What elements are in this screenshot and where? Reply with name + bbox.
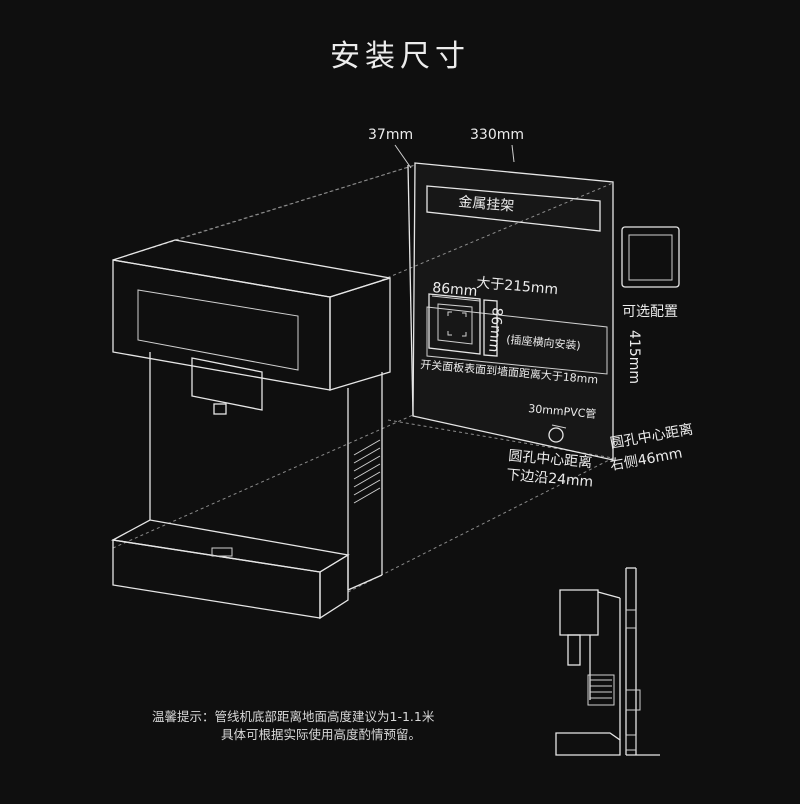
top-dimensions: 37mm 330mm	[368, 127, 524, 169]
switch-panel	[428, 293, 481, 355]
panel-edge	[483, 299, 498, 357]
page-title: 安装尺寸	[330, 39, 470, 74]
hole-right-note: 圆孔中心距离 右侧46mm	[609, 421, 695, 474]
optional-config: 可选配置	[621, 226, 680, 320]
panel-width-dimline	[431, 295, 481, 302]
panel-height-label: 86mm	[485, 307, 505, 353]
wall-panel	[407, 162, 614, 461]
switch-corner-marks	[447, 311, 467, 337]
hole-bottom-note: 圆孔中心距离 下边沿24mm	[506, 447, 594, 491]
optional-box-outer	[621, 226, 680, 288]
tip: 温馨提示：管线机底部距离地面高度建议为1-1.1米 具体可根据实际使用高度酌情预…	[152, 709, 435, 742]
projection-lines	[112, 164, 614, 593]
pvc-pipe-label: 30mmPVC管	[528, 401, 597, 421]
switch-inner	[437, 303, 473, 345]
nozzle-tip	[213, 403, 227, 415]
display-window	[137, 289, 299, 371]
pipe-hole	[548, 427, 564, 443]
svg-text:圆孔中心距离: 圆孔中心距离	[609, 421, 695, 452]
bracket-label: 金属挂架	[458, 194, 515, 215]
width-label: 330mm	[470, 127, 524, 143]
tip-line-2: 具体可根据实际使用高度酌情预留。	[221, 727, 421, 742]
water-dispenser	[110, 239, 391, 620]
depth-gap-label: 37mm	[368, 127, 413, 143]
socket-note: (插座横向安装)	[506, 332, 582, 352]
tray-button	[211, 547, 233, 557]
panel-width-label: 86mm	[432, 280, 478, 300]
pvc-pipe: 30mmPVC管	[528, 401, 597, 443]
nozzle-block	[191, 357, 263, 411]
svg-text:下边沿24mm: 下边沿24mm	[506, 467, 594, 491]
pipe-marker	[551, 424, 567, 429]
socket-width-label: 大于215mm	[476, 275, 559, 298]
metal-bracket: 金属挂架	[426, 185, 601, 232]
vents	[353, 439, 381, 504]
tip-line-1: 温馨提示：管线机底部距离地面高度建议为1-1.1米	[152, 709, 435, 724]
optional-box-inner	[628, 234, 673, 281]
side-view	[555, 567, 660, 756]
socket-area: (插座横向安装)	[426, 293, 608, 375]
height-label: 415mm	[626, 330, 642, 384]
optional-label: 可选配置	[622, 304, 678, 320]
